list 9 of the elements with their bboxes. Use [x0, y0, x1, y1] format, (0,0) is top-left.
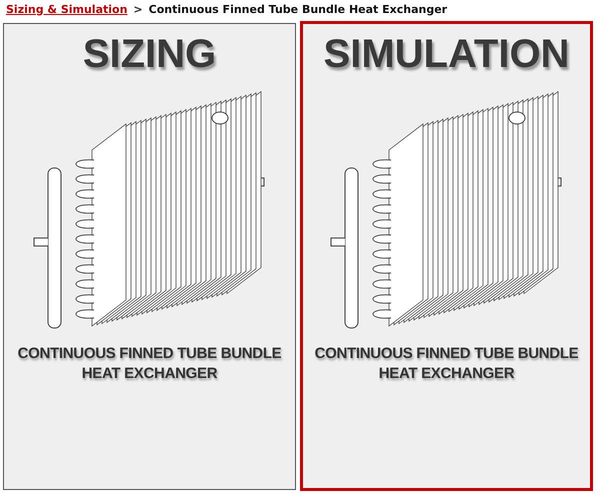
- card-caption: CONTINUOUS FINNED TUBE BUNDLE HEAT EXCHANGER: [16, 344, 282, 383]
- breadcrumb-link: Sizing & Simulation: [6, 2, 128, 16]
- breadcrumb-separator: >: [133, 2, 143, 16]
- card-caption: CONTINUOUS FINNED TUBE BUNDLE HEAT EXCHANGER: [314, 344, 580, 383]
- card-title: SIMULATION: [324, 34, 570, 74]
- product-card: [300, 21, 593, 491]
- product-card: [3, 23, 296, 490]
- card-title: SIZING: [82, 34, 216, 74]
- breadcrumb-current: Continuous Finned Tube Bundle Heat Exchanger: [148, 2, 448, 16]
